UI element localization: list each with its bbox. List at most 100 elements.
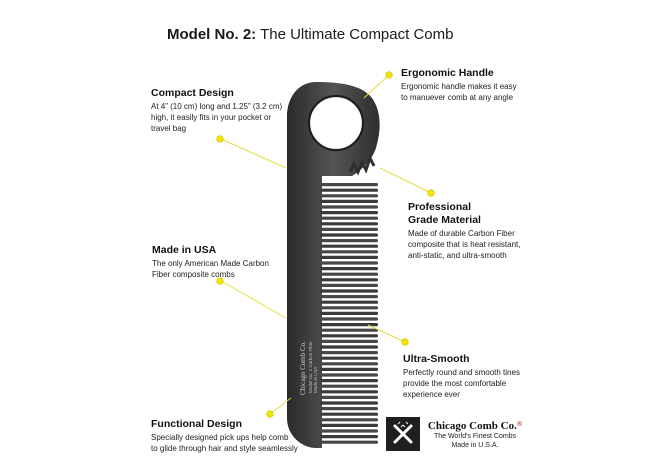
comb-tooth [320,440,378,444]
comb-tooth [320,211,378,215]
comb-tooth [320,435,378,439]
comb-tooth [320,379,378,383]
comb-tooth [320,412,378,416]
callout-professional-material: Professional Grade Material Made of dura… [408,201,521,261]
callout-text: experience ever [403,390,460,399]
comb-tooth [320,339,378,343]
brand-tagline: The World's Finest Combs [433,433,517,440]
callout-compact-design: Compact Design At 4” (10 cm) long and 1.… [151,87,282,134]
title-model: Model No. 2: [167,26,257,43]
dot-smooth [401,338,409,346]
callout-text: provide the most comfortable [403,379,507,388]
comb-tooth [320,250,378,254]
callout-functional-design: Functional Design Specially designed pic… [151,418,298,454]
brand-registered-mark: ® [516,420,523,428]
comb-tooth [320,373,378,377]
comb-tooth [320,401,378,405]
callout-text: The only American Made Carbon [152,259,269,268]
comb-tooth [320,395,378,399]
title-subtitle: The Ultimate Compact Comb [256,26,454,43]
comb-tooth [320,278,378,282]
comb-tooth [320,323,378,327]
brand-name-text: Chicago Comb Co. [427,420,517,432]
comb-tooth [320,267,378,271]
comb-teeth [320,183,378,444]
comb-tooth [320,261,378,265]
callout-heading: Made in USA [152,244,217,256]
comb-tooth [320,311,378,315]
handle-ring-hole [307,94,365,152]
comb-tooth [320,390,378,394]
engraving-model: Model No. 2 Carbon Fiber [308,341,313,393]
comb-tooth [320,227,378,231]
callout-heading: Functional Design [151,418,243,430]
dot-functional [266,410,274,418]
callout-text: high, it easily fits in your pocket or [151,113,272,122]
comb-tooth [320,328,378,332]
leader-smooth [367,324,406,343]
comb-tooth [320,356,378,360]
callout-heading: Compact Design [151,87,234,99]
comb-tooth [320,199,378,203]
callout-ergonomic-handle: Ergonomic Handle Ergonomic handle makes … [401,67,517,103]
brand-origin: Made in U.S.A. [451,442,499,449]
callout-text: Specially designed pick ups help comb [151,433,289,442]
dot-material [427,189,435,197]
leader-usa [220,280,287,319]
comb-spine [287,82,380,448]
leader-compact [220,138,287,169]
callout-text: composite that is heat resistant, [408,240,521,249]
callout-heading: Grade Material [408,214,481,226]
handle-notches [348,154,376,176]
comb-tooth [320,423,378,427]
crossed-combs-logo-icon [393,421,413,444]
callout-heading: Ergonomic Handle [401,67,494,79]
comb-tooth [320,244,378,248]
comb-tooth [320,283,378,287]
comb-tooth [320,295,378,299]
comb-tooth [320,334,378,338]
callout-heading: Professional [408,201,472,213]
comb-tooth [320,306,378,310]
comb-tooth [320,300,378,304]
brand-block: Chicago Comb Co.® The World's Finest Com… [425,420,525,450]
comb-tooth [320,407,378,411]
callout-text: Perfectly round and smooth tines [403,368,520,377]
callout-text: anti-static, and ultra-smooth [408,251,507,260]
callout-text: Made of durable Carbon Fiber [408,229,515,238]
callout-text: Fiber composite combs [152,270,235,279]
leader-material [379,167,432,194]
dot-compact [216,135,224,143]
comb-tooth [320,233,378,237]
callout-made-in-usa: Made in USA The only American Made Carbo… [152,244,269,280]
dot-usa [216,277,224,285]
comb-tooth [320,418,378,422]
callout-heading: Ultra-Smooth [403,353,470,365]
comb-tooth [320,222,378,226]
comb-tooth [320,289,378,293]
engraving-brand: Chicago Comb Co. [299,341,307,395]
callout-text: to glide through hair and style seamless… [151,444,298,453]
comb-tooth [320,194,378,198]
comb-tooth [320,362,378,366]
brand-name: Chicago Comb Co.® [425,420,525,432]
callout-text: to manuever comb at any angle [401,93,514,102]
callout-text: At 4” (10 cm) long and 1.25” (3.2 cm) [151,102,283,111]
brand-logo [386,417,420,451]
comb-tooth [320,239,378,243]
comb-engraving: Chicago Comb Co. Model No. 2 Carbon Fibe… [299,341,318,395]
comb-tooth [320,429,378,433]
comb-tooth [320,216,378,220]
engraving-made: Made in USA [313,366,318,393]
comb-tooth [320,367,378,371]
comb-tooth [320,351,378,355]
leader-ergonomic [363,74,390,99]
comb-tooth [320,205,378,209]
leader-functional [269,397,292,415]
callout-ultra-smooth: Ultra-Smooth Perfectly round and smooth … [403,353,520,400]
callout-text: travel bag [151,124,187,133]
dot-ergonomic [385,71,393,79]
comb-tooth [320,317,378,321]
